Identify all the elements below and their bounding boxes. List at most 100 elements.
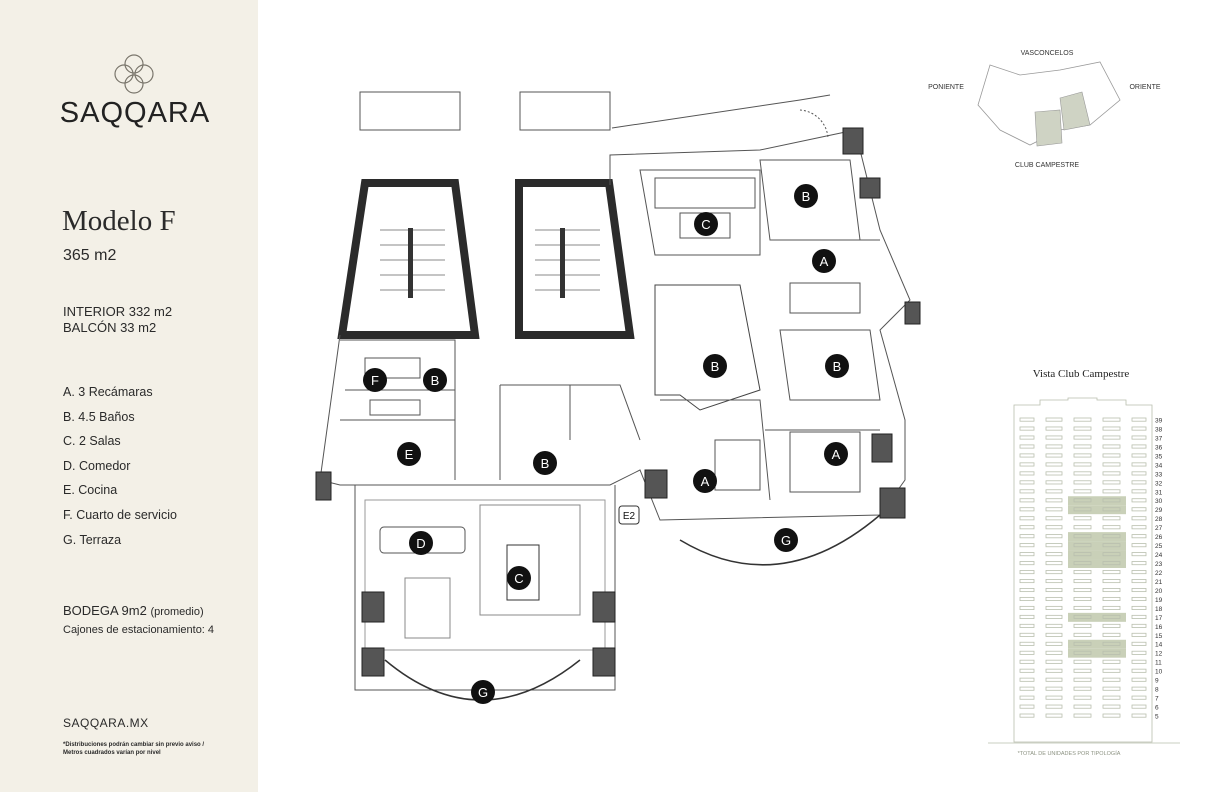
tower-window (1019, 417, 1035, 422)
tower-window (1019, 570, 1035, 575)
tower-window (1102, 534, 1121, 539)
tower-window (1019, 453, 1035, 458)
info-sidebar: SAQQARA Modelo F 365 m2 INTERIOR 332 m2 … (0, 0, 258, 792)
tower-highlight-floor (1068, 496, 1126, 506)
tower-window (1073, 659, 1092, 664)
tower-floor-label: 26 (1155, 534, 1163, 541)
svg-text:G: G (781, 533, 791, 548)
orientation-key: VASCONCELOS PONIENTE ORIENTE CLUB CAMPES… (928, 50, 1161, 169)
tower-window (1019, 462, 1035, 467)
terrace-curve-right (679, 514, 881, 566)
tower-window (1102, 641, 1121, 646)
tower-window (1102, 498, 1121, 503)
tower-window (1045, 704, 1063, 709)
legend-item: D. Comedor (63, 458, 131, 473)
tower-window (1045, 561, 1063, 566)
svg-text:E2: E2 (623, 511, 636, 522)
tower-window (1102, 704, 1121, 709)
tower-window (1019, 516, 1035, 521)
tower-floor-label: 38 (1155, 426, 1163, 433)
tower-window (1019, 704, 1035, 709)
unit-outline (319, 129, 911, 521)
tower-elevation: Vista Club Campestre 3938373635343332313… (988, 368, 1180, 757)
tower-window (1045, 623, 1063, 628)
tower-floor-label: 35 (1155, 453, 1163, 460)
tower-highlight-floor (1068, 559, 1126, 568)
tower-window (1045, 435, 1063, 440)
tower-window (1102, 444, 1121, 449)
tower-window (1073, 570, 1092, 575)
svg-text:C: C (701, 217, 710, 232)
tower-window (1102, 426, 1121, 431)
tower-window (1102, 417, 1121, 422)
tower-floor-label: 5 (1155, 714, 1159, 721)
tower-window (1073, 552, 1092, 557)
tower-window (1019, 498, 1035, 503)
tower-floor-label: 9 (1155, 678, 1159, 685)
svg-text:B: B (802, 189, 811, 204)
tower-window (1073, 614, 1092, 619)
tower-window (1102, 462, 1121, 467)
elevator-e2-tag: E2 (618, 505, 640, 525)
tower-window (1045, 668, 1063, 673)
tower-highlight-floor (1068, 505, 1126, 515)
tower-floor-label: 27 (1155, 525, 1163, 532)
tower-window (1102, 605, 1121, 610)
tower-window (1131, 426, 1147, 431)
tower-window (1131, 570, 1147, 575)
tower-window (1045, 507, 1063, 512)
tower-window (1019, 507, 1035, 512)
tower-window (1045, 641, 1063, 646)
tower-window (1131, 632, 1147, 637)
tower-window (1073, 632, 1092, 637)
tower-window (1073, 704, 1092, 709)
tower-window (1019, 605, 1035, 610)
brand-name: SAQQARA (59, 97, 211, 129)
tower-window (1102, 713, 1121, 718)
legend-item: B. 4.5 Baños (63, 409, 135, 424)
tower-floor-label: 24 (1155, 552, 1163, 559)
tower-window (1131, 614, 1147, 619)
model-total-area: 365 m2 (63, 247, 117, 264)
tower-window (1019, 623, 1035, 628)
tower-window (1019, 659, 1035, 664)
tower-window (1045, 605, 1063, 610)
svg-text:E: E (405, 447, 414, 462)
marker-a-lower-left: A (693, 469, 717, 493)
marker-b-right: B (825, 354, 849, 378)
tower-window (1073, 579, 1092, 584)
disclaimer: *Distribuciones podrán cambiar sin previ… (63, 742, 205, 756)
tower-window (1131, 713, 1147, 718)
tower-window (1102, 525, 1121, 530)
tower-window (1019, 489, 1035, 494)
tower-window (1073, 507, 1092, 512)
svg-text:A: A (701, 474, 710, 489)
tower-window (1073, 498, 1092, 503)
tower-window (1131, 579, 1147, 584)
tower-window (1045, 471, 1063, 476)
tower-window (1073, 561, 1092, 566)
tower-floor-label: 6 (1155, 705, 1159, 712)
tower-highlight-floor (1068, 639, 1126, 649)
legend-item: E. Cocina (63, 483, 118, 498)
tower-floor-label: 34 (1155, 462, 1163, 469)
tower-window (1131, 534, 1147, 539)
tower-window (1073, 695, 1092, 700)
marker-f: F (363, 368, 387, 392)
tower-window (1073, 543, 1092, 548)
tower-window (1019, 686, 1035, 691)
tower-floor-label: 39 (1155, 418, 1163, 425)
svg-text:A: A (832, 447, 841, 462)
marker-a-upper: A (812, 249, 836, 273)
core-top-right (519, 91, 611, 131)
svg-text:A: A (820, 254, 829, 269)
tower-highlight-floor (1068, 550, 1126, 560)
website-link[interactable]: SAQQARA.MX (63, 716, 149, 730)
tower-window (1019, 471, 1035, 476)
tower-window (1131, 596, 1147, 601)
tower-floor-label: 29 (1155, 507, 1163, 514)
tower-window (1019, 614, 1035, 619)
tower-window (1131, 525, 1147, 530)
svg-text:G: G (478, 685, 488, 700)
tower-window (1019, 444, 1035, 449)
